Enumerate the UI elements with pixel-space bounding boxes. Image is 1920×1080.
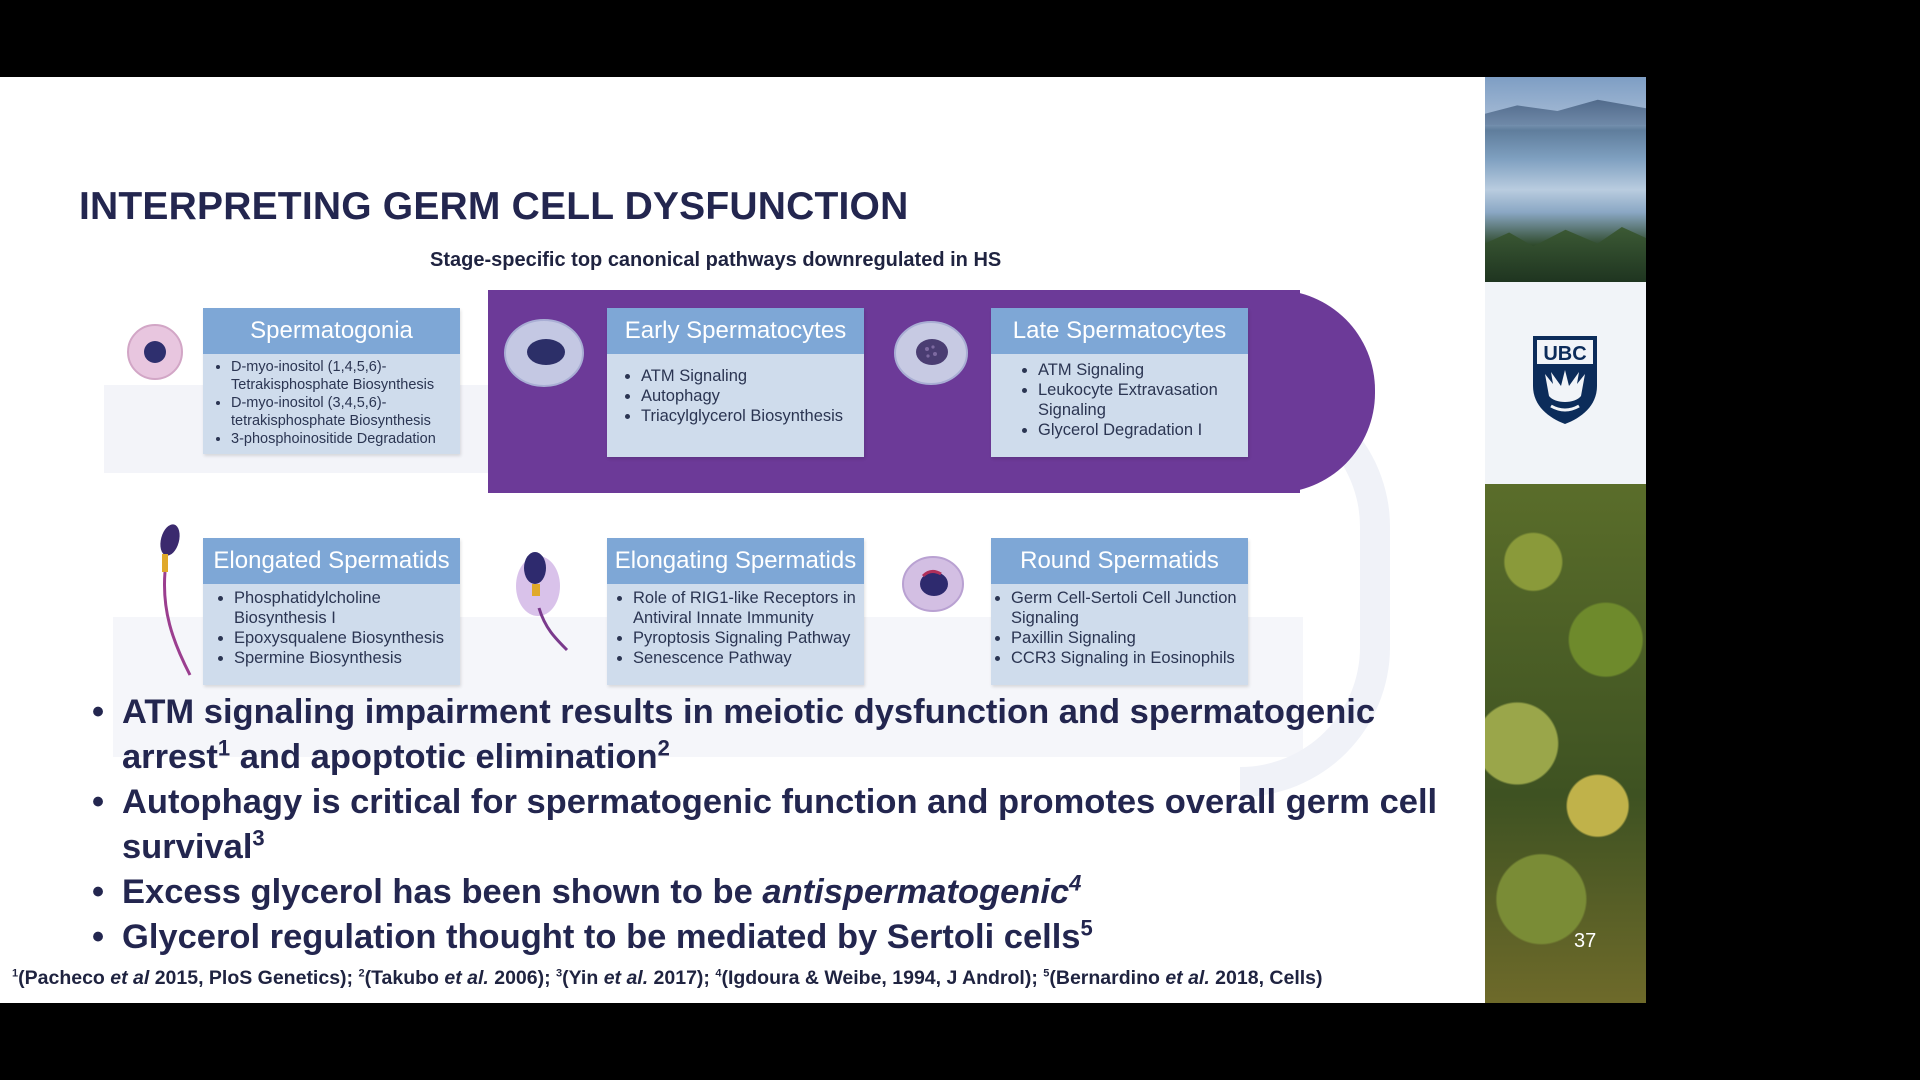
stage-header: Round Spermatids bbox=[991, 538, 1248, 584]
stage-header: Late Spermatocytes bbox=[991, 308, 1248, 354]
stage-card-round-spermatids: Round Spermatids Germ Cell-Sertoli Cell … bbox=[991, 538, 1248, 685]
references: 1(Pacheco et al 2015, PloS Genetics); 2(… bbox=[12, 967, 1323, 990]
pathway-list: D-myo-inositol (1,4,5,6)-Tetrakisphospha… bbox=[203, 354, 460, 454]
key-point: Excess glycerol has been shown to be ant… bbox=[92, 870, 1482, 915]
key-points-list: ATM signaling impairment results in meio… bbox=[92, 690, 1482, 960]
late-spermatocyte-cell-icon bbox=[894, 321, 968, 385]
key-point: ATM signaling impairment results in meio… bbox=[92, 690, 1482, 780]
pathway-item: Epoxysqualene Biosynthesis bbox=[234, 628, 454, 648]
stage-card-spermatogonia: Spermatogonia D-myo-inositol (1,4,5,6)-T… bbox=[203, 308, 460, 454]
pathway-item: Senescence Pathway bbox=[633, 648, 858, 668]
stage-card-early-spermatocytes: Early Spermatocytes ATM Signaling Autoph… bbox=[607, 308, 864, 457]
key-point: Glycerol regulation thought to be mediat… bbox=[92, 915, 1482, 960]
pathway-item: Autophagy bbox=[641, 386, 858, 406]
pathway-item: CCR3 Signaling in Eosinophils bbox=[1011, 648, 1242, 668]
pathway-item: 3-phosphoinositide Degradation bbox=[231, 430, 454, 448]
reference: 2(Takubo et al. 2006); bbox=[358, 967, 557, 989]
pathway-item: Spermine Biosynthesis bbox=[234, 648, 454, 668]
elongating-spermatid-cell-icon bbox=[516, 552, 569, 652]
side-photo-panel: UBC bbox=[1485, 77, 1646, 1003]
elongated-spermatid-cell-icon bbox=[160, 524, 192, 676]
pathway-item: Germ Cell-Sertoli Cell Junction Signalin… bbox=[1011, 588, 1242, 628]
logo-text: UBC bbox=[1543, 343, 1586, 365]
pathway-list: Phosphatidylcholine Biosynthesis I Epoxy… bbox=[203, 584, 460, 674]
stage-header: Spermatogonia bbox=[203, 308, 460, 354]
pathway-list: ATM Signaling Leukocyte Extravasation Si… bbox=[991, 354, 1248, 446]
figure-subtitle: Stage-specific top canonical pathways do… bbox=[430, 249, 1002, 271]
pathway-item: Role of RIG1-like Receptors in Antiviral… bbox=[633, 588, 858, 628]
reference: 3(Yin et al. 2017); bbox=[556, 967, 716, 989]
pathway-list: ATM Signaling Autophagy Triacylglycerol … bbox=[607, 354, 864, 432]
slide-title: INTERPRETING GERM CELL DYSFUNCTION bbox=[79, 185, 909, 228]
landscape-photo bbox=[1485, 77, 1646, 282]
stage-header: Elongating Spermatids bbox=[607, 538, 864, 584]
pathway-item: Glycerol Degradation I bbox=[1038, 420, 1242, 440]
pathway-item: Phosphatidylcholine Biosynthesis I bbox=[234, 588, 454, 628]
spermatogonia-cell-icon bbox=[127, 324, 183, 380]
early-spermatocyte-cell-icon bbox=[504, 319, 584, 387]
pathway-item: Pyroptosis Signaling Pathway bbox=[633, 628, 858, 648]
stage-card-elongating-spermatids: Elongating Spermatids Role of RIG1-like … bbox=[607, 538, 864, 685]
pathway-item: Leukocyte Extravasation Signaling bbox=[1038, 380, 1242, 420]
pathway-item: ATM Signaling bbox=[1038, 360, 1242, 380]
pathway-list: Role of RIG1-like Receptors in Antiviral… bbox=[607, 584, 864, 674]
stage-card-elongated-spermatids: Elongated Spermatids Phosphatidylcholine… bbox=[203, 538, 460, 685]
pathway-item: D-myo-inositol (3,4,5,6)-tetrakisphospha… bbox=[231, 394, 454, 430]
pathway-item: Paxillin Signaling bbox=[1011, 628, 1242, 648]
stage-card-late-spermatocytes: Late Spermatocytes ATM Signaling Leukocy… bbox=[991, 308, 1248, 457]
reference: 1(Pacheco et al 2015, PloS Genetics); bbox=[12, 967, 359, 989]
reference: 5(Bernardino et al. 2018, Cells) bbox=[1043, 967, 1323, 989]
round-spermatid-cell-icon bbox=[902, 556, 964, 612]
pathway-item: Triacylglycerol Biosynthesis bbox=[641, 406, 858, 426]
key-point: Autophagy is critical for spermatogenic … bbox=[92, 780, 1482, 870]
pathway-list: Germ Cell-Sertoli Cell Junction Signalin… bbox=[991, 584, 1248, 674]
pathway-item: ATM Signaling bbox=[641, 366, 858, 386]
logo-panel: UBC bbox=[1485, 282, 1646, 484]
forest-photo bbox=[1485, 484, 1646, 1003]
stage-header: Early Spermatocytes bbox=[607, 308, 864, 354]
ubc-logo-icon: UBC bbox=[1533, 336, 1597, 424]
reference: 4(Igdoura & Weibe, 1994, J Androl); bbox=[715, 967, 1044, 989]
pathway-item: D-myo-inositol (1,4,5,6)-Tetrakisphospha… bbox=[231, 358, 454, 394]
stage-header: Elongated Spermatids bbox=[203, 538, 460, 584]
page-number: 37 bbox=[1574, 930, 1597, 952]
